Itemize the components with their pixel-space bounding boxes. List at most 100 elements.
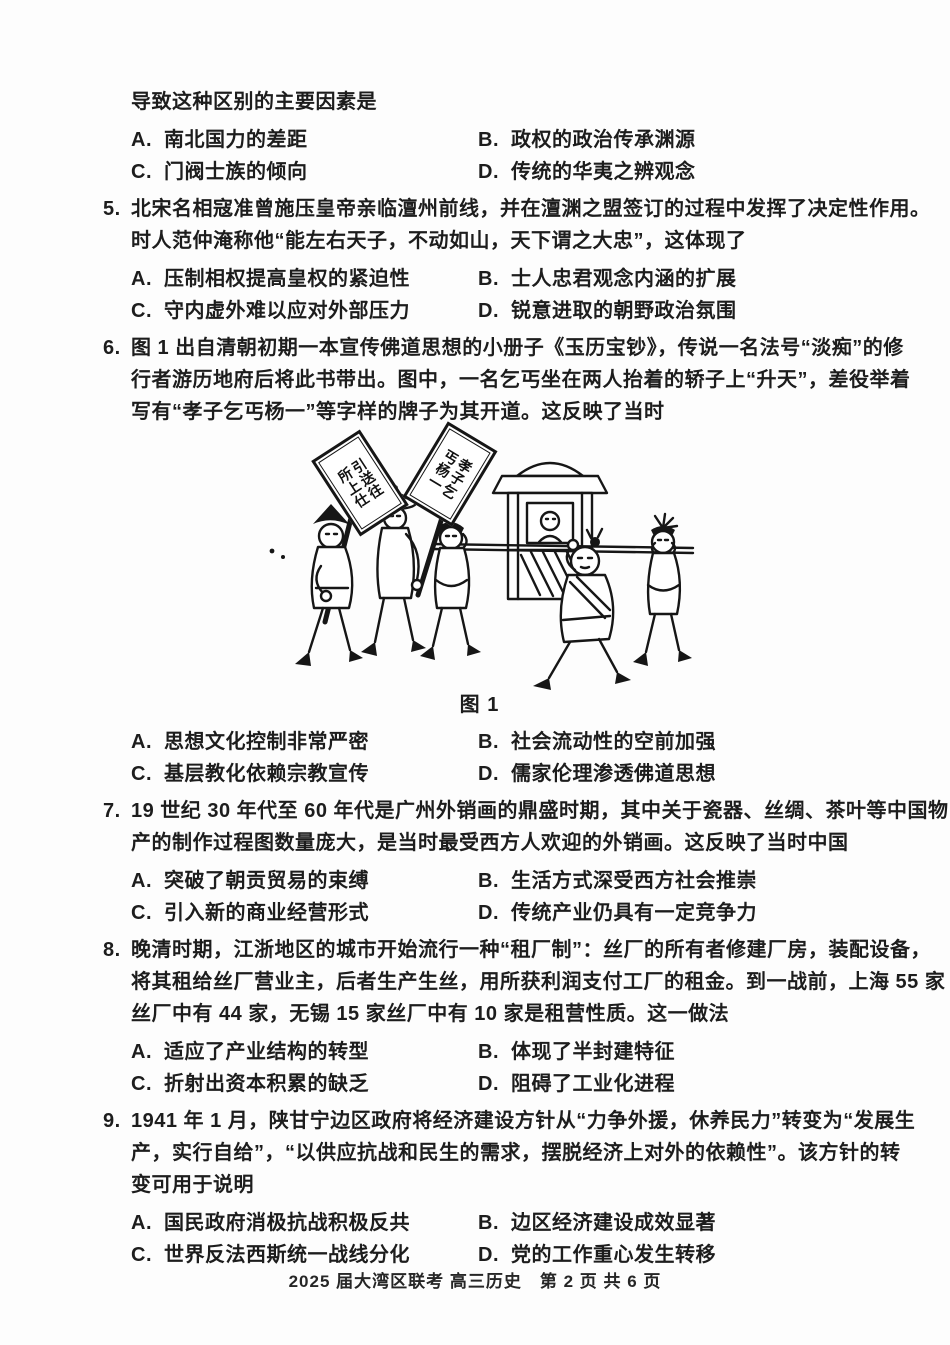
option-c: C. 基层教化依赖宗教宣传 [131, 758, 478, 790]
option-letter: D. [478, 300, 499, 322]
question-stem-line: 丝厂中有 44 家，无锡 15 家丝厂中有 10 家是租营性质。这一做法 [131, 1003, 730, 1025]
option-row: C. 折射出资本积累的缺乏 D. 阻碍了工业化进程 [131, 1068, 856, 1100]
options-block: A. 适应了产业结构的转型 B.体现了半封建特征 C. 折射出资本积累的缺乏 D. 阻… [103, 1036, 856, 1100]
question-stem: 导致这种区别的主要因素是 [131, 91, 377, 113]
question-number: 8. [103, 939, 121, 961]
option-letter: D. [478, 763, 499, 785]
option-letter: C. [131, 1244, 152, 1266]
question-stem-line: 7. 19 世纪 30 年代至 60 年代是广州外销画的鼎盛时期，其中关于瓷器、丝… [103, 795, 948, 827]
option-c: C. 引入新的商业经营形式 [131, 897, 478, 929]
option-row: C. 门阀士族的倾向 D.传统的华夷之辨观念 [131, 156, 856, 188]
option-letter: A. [131, 1212, 152, 1234]
option-b: B. 生活方式深受西方社会推崇 [478, 865, 757, 897]
stem-text: 1941 年 1 月，陕甘宁边区政府将经济建设方针从“力争外援，休养民力”转变为… [131, 1110, 916, 1132]
option-text: 折射出资本积累的缺乏 [164, 1073, 369, 1095]
option-text: 体现了半封建特征 [511, 1041, 675, 1063]
option-b: B.体现了半封建特征 [478, 1036, 675, 1068]
option-a: A. 南北国力的差距 [131, 124, 478, 156]
option-a: A.国民政府消极抗战积极反共 [131, 1207, 478, 1239]
option-d: D. 阻碍了工业化进程 [478, 1068, 675, 1100]
option-text: 南北国力的差距 [164, 129, 308, 151]
option-row: C. 守内虚外难以应对外部压力 D.锐意进取的朝野政治氛围 [131, 295, 856, 327]
figure-caption: 图 1 [459, 694, 500, 716]
option-b: B. 社会流动性的空前加强 [478, 726, 716, 758]
option-letter: A. [131, 870, 152, 892]
option-row: C. 基层教化依赖宗教宣传 D. 儒家伦理渗透佛道思想 [131, 758, 856, 790]
figure-1-illustration: 引送往 所上仕 孝子乞 丐杨一 [265, 421, 705, 690]
stem-text: 晚清时期，江浙地区的城市开始流行一种“租厂制”：丝厂的所有者修建厂房，装配设备， [131, 939, 931, 961]
question-stem-line: 5. 北宋名相寇准曾施压皇帝亲临澶州前线，并在澶渊之盟签订的过程中发挥了决定性作用… [103, 193, 930, 225]
option-row: A. 突破了朝贡贸易的束缚 B. 生活方式深受西方社会推崇 [131, 865, 856, 897]
option-letter: A. [131, 731, 152, 753]
option-letter: B. [478, 129, 499, 151]
option-a: A. 适应了产业结构的转型 [131, 1036, 478, 1068]
question-number: 6. [103, 337, 121, 359]
question-9: 9.1941 年 1 月，陕甘宁边区政府将经济建设方针从“力争外援，休养民力”转… [103, 1105, 915, 1271]
option-a: A. 突破了朝贡贸易的束缚 [131, 865, 478, 897]
option-letter: A. [131, 129, 152, 151]
option-d: D.传统产业仍具有一定竞争力 [478, 897, 757, 929]
option-a: A. 压制相权提高皇权的紧迫性 [131, 263, 478, 295]
page-footer: 2025 届大湾区联考 高三历史 第 2 页 共 6 页 [288, 1272, 662, 1291]
question-6: 6. 图 1 出自清朝初期一本宣传佛道思想的小册子《玉历宝钞》，传说一名法号“淡痴… [103, 332, 911, 790]
stem-text: 北宋名相寇准曾施压皇帝亲临澶州前线，并在澶渊之盟签订的过程中发挥了决定性作用。 [131, 198, 931, 220]
option-text: 生活方式深受西方社会推崇 [511, 870, 757, 892]
option-d: D.锐意进取的朝野政治氛围 [478, 295, 737, 327]
stem-text: 19 世纪 30 年代至 60 年代是广州外销画的鼎盛时期，其中关于瓷器、丝绸、… [131, 800, 949, 822]
option-text: 党的工作重心发生转移 [511, 1244, 716, 1266]
option-text: 压制相权提高皇权的紧迫性 [164, 268, 410, 290]
option-row: C. 世界反法西斯统一战线分化 D. 党的工作重心发生转移 [131, 1239, 856, 1271]
option-a: A. 思想文化控制非常严密 [131, 726, 478, 758]
option-text: 社会流动性的空前加强 [511, 731, 716, 753]
option-letter: B. [478, 1212, 499, 1234]
options-block: A.国民政府消极抗战积极反共 B.边区经济建设成效显著 C. 世界反法西斯统一战线… [103, 1207, 856, 1271]
option-text: 突破了朝贡贸易的束缚 [164, 870, 369, 892]
option-text: 世界反法西斯统一战线分化 [164, 1244, 410, 1266]
option-letter: B. [478, 731, 499, 753]
option-d: D.传统的华夷之辨观念 [478, 156, 696, 188]
options-block: A. 压制相权提高皇权的紧迫性 B. 士人忠君观念内涵的扩展 C. 守内虚外难以应对外… [103, 263, 856, 327]
option-text: 门阀士族的倾向 [164, 161, 308, 183]
question-stem-line: 写有“孝子乞丐杨一”等字样的牌子为其开道。这反映了当时 [131, 401, 665, 423]
option-letter: C. [131, 902, 152, 924]
option-c: C. 门阀士族的倾向 [131, 156, 478, 188]
option-row: A. 思想文化控制非常严密 B. 社会流动性的空前加强 [131, 726, 856, 758]
option-d: D. 党的工作重心发生转移 [478, 1239, 716, 1271]
stem-text: 图 1 出自清朝初期一本宣传佛道思想的小册子《玉历宝钞》，传说一名法号“淡痴”的… [131, 337, 904, 359]
question-stem-line: 产，实行自给”，“以供应抗战和民生的需求，摆脱经济上对外的依赖性”。该方针的转 [131, 1142, 901, 1164]
option-text: 阻碍了工业化进程 [511, 1073, 675, 1095]
question-number: 7. [103, 800, 121, 822]
option-text: 基层教化依赖宗教宣传 [164, 763, 369, 785]
option-letter: B. [478, 268, 499, 290]
option-text: 政权的政治传承渊源 [511, 129, 696, 151]
option-letter: D. [478, 1244, 499, 1266]
option-b: B. 士人忠君观念内涵的扩展 [478, 263, 737, 295]
option-text: 儒家伦理渗透佛道思想 [511, 763, 716, 785]
option-text: 守内虚外难以应对外部压力 [164, 300, 410, 322]
option-row: A.国民政府消极抗战积极反共 B.边区经济建设成效显著 [131, 1207, 856, 1239]
option-text: 士人忠君观念内涵的扩展 [511, 268, 737, 290]
option-row: A. 南北国力的差距 B. 政权的政治传承渊源 [131, 124, 856, 156]
option-letter: D. [478, 1073, 499, 1095]
question-stem-line: 9.1941 年 1 月，陕甘宁边区政府将经济建设方针从“力争外援，休养民力”转… [103, 1105, 915, 1137]
question-7: 7. 19 世纪 30 年代至 60 年代是广州外销画的鼎盛时期，其中关于瓷器、丝… [103, 795, 948, 929]
page-content: 导致这种区别的主要因素是 A. 南北国力的差距 B. 政权的政治传承渊源 C. 门阀士… [103, 86, 948, 1271]
option-letter: A. [131, 1041, 152, 1063]
options-block: A. 思想文化控制非常严密 B. 社会流动性的空前加强 C. 基层教化依赖宗教宣传 D… [103, 726, 856, 790]
option-b: B. 政权的政治传承渊源 [478, 124, 696, 156]
option-letter: C. [131, 763, 152, 785]
option-row: C. 引入新的商业经营形式 D.传统产业仍具有一定竞争力 [131, 897, 856, 929]
option-text: 适应了产业结构的转型 [164, 1041, 369, 1063]
option-text: 引入新的商业经营形式 [164, 902, 369, 924]
question-number: 5. [103, 198, 121, 220]
question-stem-line: 时人范仲淹称他“能左右天子，不动如山，天下谓之大忠”，这体现了 [131, 230, 747, 252]
option-letter: C. [131, 300, 152, 322]
option-text: 思想文化控制非常严密 [164, 731, 369, 753]
option-letter: C. [131, 1073, 152, 1095]
option-letter: B. [478, 870, 499, 892]
option-text: 传统产业仍具有一定竞争力 [511, 902, 757, 924]
option-letter: A. [131, 268, 152, 290]
option-letter: C. [131, 161, 152, 183]
question-stem-line: 行者游历地府后将此书带出。图中，一名乞丐坐在两人抬着的轿子上“升天”，差役举着 [131, 369, 911, 391]
